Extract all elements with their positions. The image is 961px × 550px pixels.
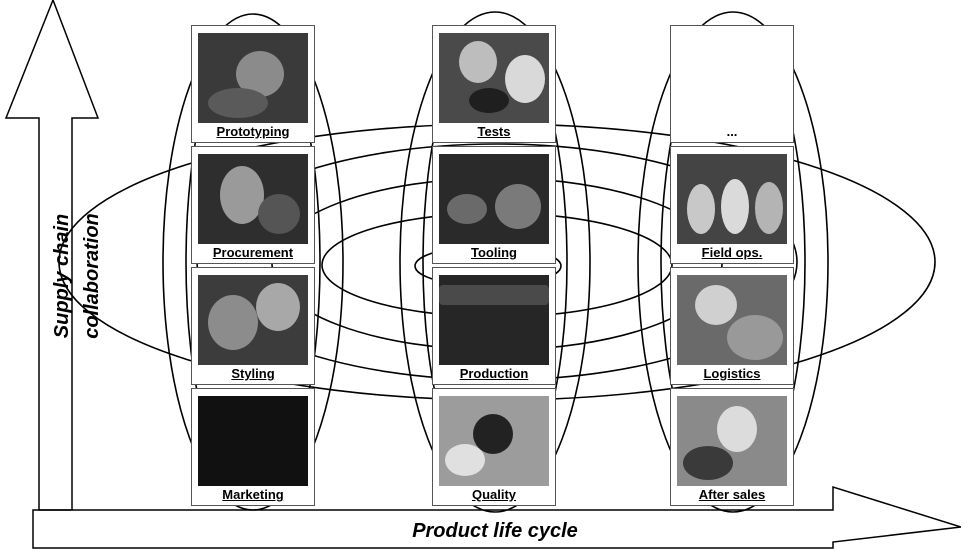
y-axis-arrow — [4, 0, 100, 511]
tile-label: Production — [459, 366, 529, 381]
tile-tooling: Tooling — [432, 146, 556, 264]
logistics-photo — [677, 275, 787, 365]
tile-field-ops: Field ops. — [670, 146, 794, 264]
tile-production: Production — [432, 267, 556, 385]
tile-ellipsis: ... — [670, 25, 794, 143]
x-axis-label: Product life cycle — [412, 520, 578, 542]
x-axis-arrow — [32, 485, 961, 549]
tile-label: Tests — [477, 124, 511, 139]
tile-label: Marketing — [222, 487, 284, 502]
tile-label: After sales — [698, 487, 766, 502]
tile-label: Tooling — [471, 245, 517, 260]
tile-logistics: Logistics — [670, 267, 794, 385]
production-photo — [439, 275, 549, 365]
tile-label: Quality — [471, 487, 517, 502]
tile-prototyping: Prototyping — [191, 25, 315, 143]
tile-label: Prototyping — [216, 124, 290, 139]
ellipsis-photo-blank — [677, 33, 787, 123]
quality-photo — [439, 396, 549, 486]
tile-procurement: Procurement — [191, 146, 315, 264]
vertical-ellipse-right-outer — [637, 11, 829, 513]
marketing-photo — [198, 396, 308, 486]
vertical-ellipse-mid-outer — [399, 11, 591, 513]
procurement-photo — [198, 154, 308, 244]
tile-label: ... — [726, 124, 738, 139]
vertical-ellipse-left-outer — [162, 13, 344, 511]
tile-label: Styling — [231, 366, 275, 381]
tile-label: Procurement — [212, 245, 294, 260]
tooling-photo — [439, 154, 549, 244]
y-axis-label: Supply chain collaboration — [51, 213, 103, 339]
tile-label: Field ops. — [701, 245, 763, 260]
tile-quality: Quality — [432, 388, 556, 506]
after-sales-photo — [677, 396, 787, 486]
field-ops-photo — [677, 154, 787, 244]
prototyping-photo — [198, 33, 308, 123]
tile-after-sales: After sales — [670, 388, 794, 506]
tile-styling: Styling — [191, 267, 315, 385]
styling-photo — [198, 275, 308, 365]
tile-marketing: Marketing — [191, 388, 315, 506]
tile-label: Logistics — [703, 366, 761, 381]
tile-tests: Tests — [432, 25, 556, 143]
tests-photo — [439, 33, 549, 123]
